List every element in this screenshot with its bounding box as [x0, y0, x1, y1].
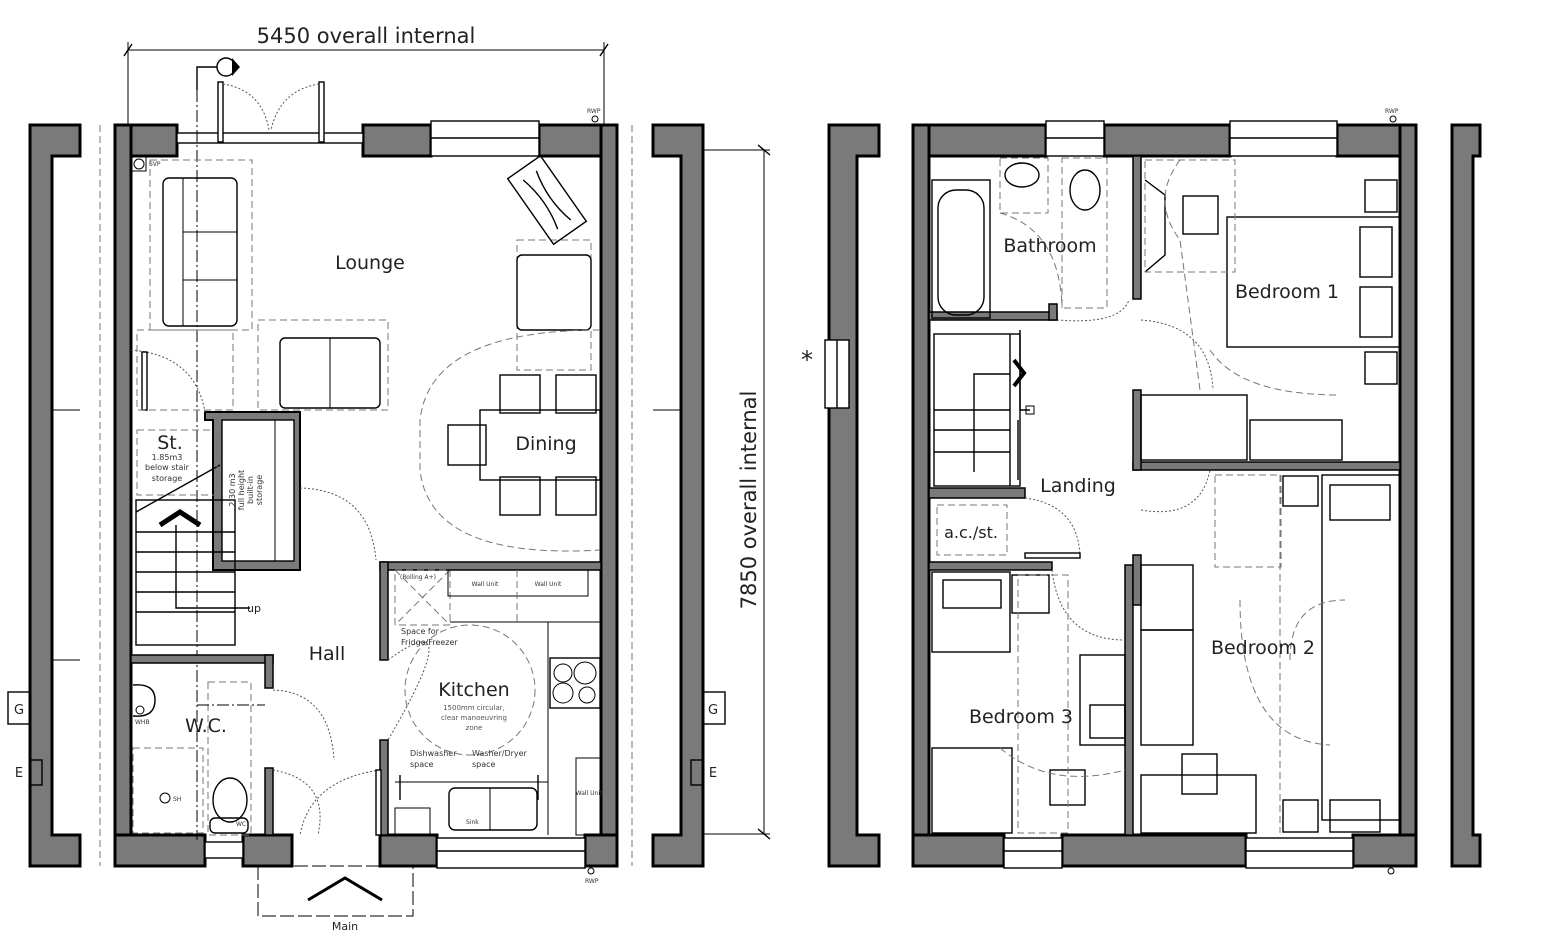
- kitchen-zone-note-2: clear manoeuvring: [441, 714, 507, 722]
- kitchen-fittings: [394, 569, 602, 836]
- room-label-hall: Hall: [309, 643, 346, 665]
- depth-dimension: 7850 overall internal: [700, 144, 771, 840]
- builtin-note-2: full height: [237, 470, 246, 510]
- width-dimension-label: 5450 overall internal: [257, 24, 476, 48]
- stair-up-label: up: [247, 602, 261, 615]
- rwp-icon: [1389, 115, 1397, 123]
- lounge-furniture: [131, 154, 592, 411]
- fridge-note-1: Space for: [401, 627, 440, 636]
- entrance-arrow-icon: [307, 876, 383, 902]
- builtin-note-3: built-in: [246, 476, 255, 504]
- wall-unit-label-3: Wall Unit: [576, 790, 603, 797]
- store-note-3: storage: [152, 474, 182, 483]
- builtin-storage-note: 2.30 m3 full height built-in storage: [228, 470, 264, 510]
- elevation-mark-right-g: G: [708, 703, 718, 718]
- first-floor-plan: *: [801, 108, 1482, 875]
- ground-staircase: [135, 329, 250, 646]
- room-label-bedroom2: Bedroom 2: [1211, 637, 1315, 659]
- elevation-mark-left-g: G: [14, 703, 24, 718]
- room-label-store: St.: [157, 432, 183, 454]
- ground-floor-plan: Main Lounge Dining Hall Kitchen W.C. St.…: [7, 57, 726, 933]
- wall-unit-label-1: Wall Unit: [472, 581, 499, 588]
- left-party-wall: [28, 123, 82, 868]
- fridge-rating: (Rolling A+): [400, 574, 436, 581]
- kitchen-zone-note-3: zone: [466, 724, 483, 732]
- room-label-bedroom3: Bedroom 3: [969, 706, 1073, 728]
- rwp-icon: [587, 867, 595, 875]
- main-entrance[interactable]: Main: [257, 865, 414, 933]
- room-label-dining: Dining: [515, 433, 576, 455]
- first-staircase: [933, 333, 1027, 556]
- ground-internal-doors[interactable]: [130, 349, 430, 836]
- width-dimension: 5450 overall internal: [123, 24, 609, 125]
- dishwasher-note-2: space: [410, 760, 434, 769]
- ground-external-walls: [99, 123, 633, 868]
- room-label-airing-cupboard: a.c./st.: [944, 523, 998, 542]
- right-party-wall-first: [1450, 123, 1482, 868]
- ground-windows: [176, 120, 586, 869]
- shower-label: SH: [173, 796, 181, 803]
- rwp-label-top: RWP: [587, 108, 601, 115]
- fridge-note-2: Fridge/Freezer: [401, 638, 458, 647]
- bedroom1-furniture: [1140, 159, 1401, 461]
- store-note-2: below stair: [145, 463, 190, 472]
- sink-label: Sink: [466, 819, 479, 826]
- room-label-bedroom1: Bedroom 1: [1235, 281, 1339, 303]
- kitchen-zone-note-1: 1500mm circular,: [443, 704, 505, 712]
- bedroom3-furniture: [931, 571, 1126, 834]
- left-party-wall-first: [827, 123, 881, 868]
- bathroom-fittings: [931, 157, 1108, 319]
- whb-label: WHB: [135, 719, 150, 726]
- store-volume: 1.85m3: [152, 453, 183, 462]
- first-internal-walls: [928, 155, 1401, 836]
- wall-unit-label-2: Wall Unit: [535, 581, 562, 588]
- rwp-label-bottom: RWP: [585, 878, 599, 885]
- depth-dimension-label: 7850 overall internal: [737, 391, 761, 610]
- dining-furniture: [419, 329, 601, 552]
- bedroom2-furniture: [1140, 474, 1401, 834]
- washer-note-1: Washer/Dryer: [472, 749, 528, 758]
- rear-french-doors[interactable]: [196, 57, 325, 840]
- room-label-wc: W.C.: [185, 715, 227, 737]
- stair-direction-arrow-icon: [1012, 358, 1027, 388]
- builtin-note-1: 2.30 m3: [228, 473, 237, 506]
- rwp-icon: [1387, 867, 1395, 875]
- ground-internal-walls: [130, 411, 602, 836]
- builtin-note-4: storage: [255, 475, 264, 505]
- room-label-kitchen: Kitchen: [438, 679, 509, 701]
- room-label-bathroom: Bathroom: [1003, 235, 1096, 257]
- window-mark: *: [801, 346, 813, 374]
- first-external-walls: [911, 120, 1418, 869]
- toilet-label: WC: [236, 821, 246, 828]
- room-label-lounge: Lounge: [335, 252, 405, 274]
- stair-direction-arrow-icon: [158, 509, 202, 528]
- elevation-mark-left-e: E: [15, 766, 23, 781]
- svp-label: SVP: [149, 161, 161, 168]
- room-label-landing: Landing: [1040, 475, 1116, 497]
- elevation-mark-right-e: E: [709, 766, 717, 781]
- rwp-label-first: RWP: [1385, 108, 1399, 115]
- washer-note-2: space: [472, 760, 496, 769]
- entrance-label: Main: [332, 920, 358, 933]
- right-party-wall: [651, 123, 705, 868]
- wc-fittings: [132, 681, 265, 836]
- rwp-icon: [591, 115, 599, 123]
- dishwasher-note-1: Dishwasher: [410, 749, 457, 758]
